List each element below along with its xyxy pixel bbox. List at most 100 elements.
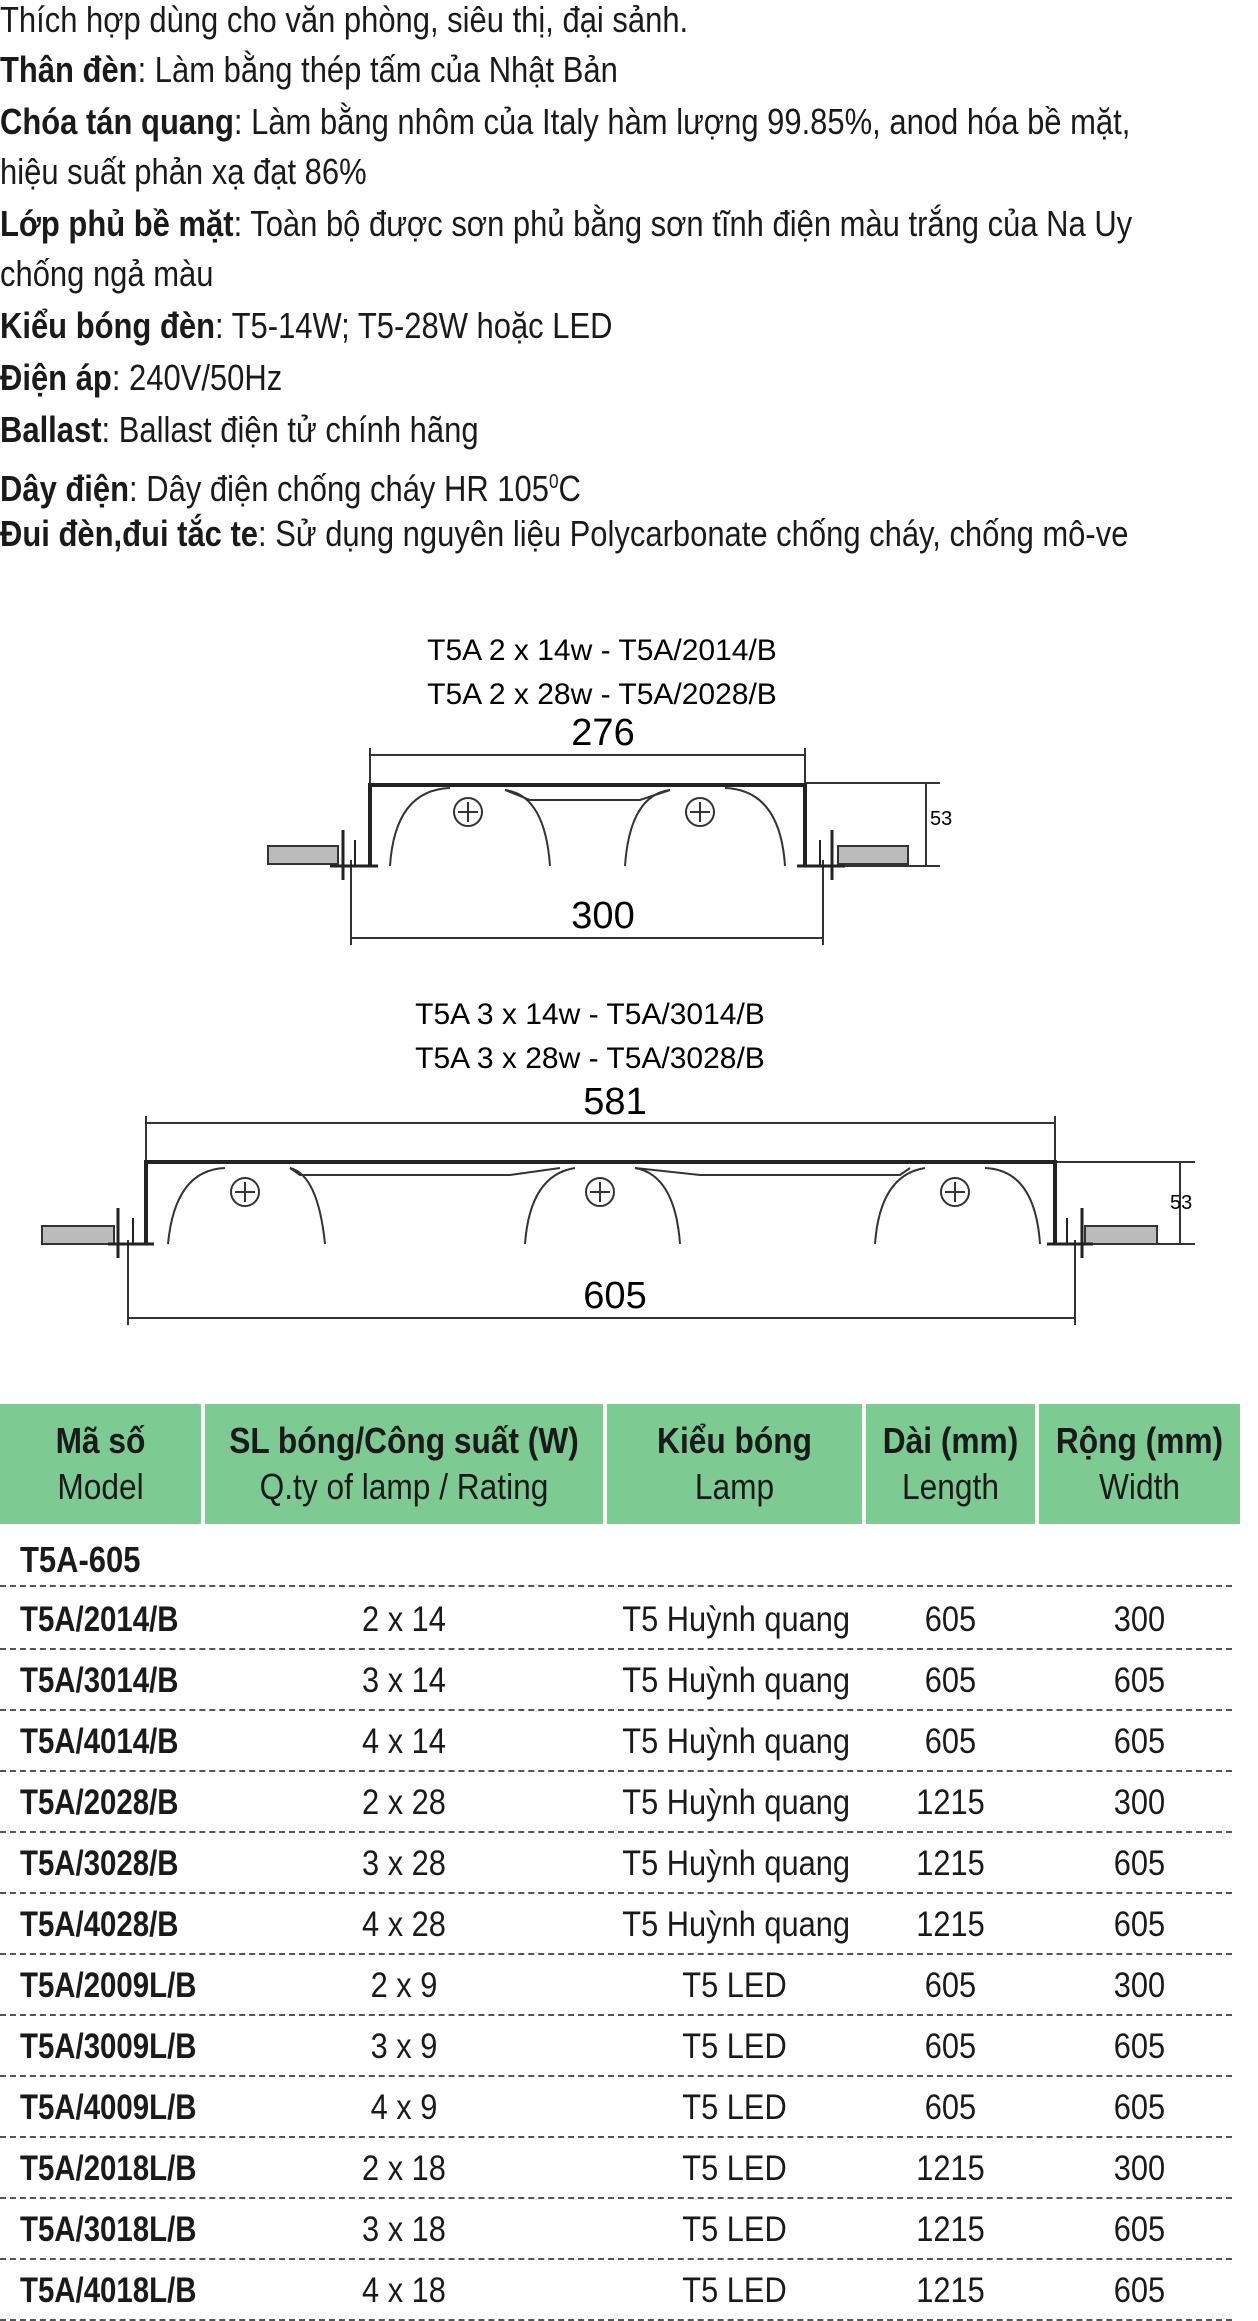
- header-label-en: Q.ty of lamp / Rating: [259, 1466, 549, 1507]
- spec-label: Đui đèn,đui tắc te: [0, 513, 259, 554]
- row-divider: [0, 2136, 1232, 2138]
- drawing-caption: T5A 2 x 14w - T5A/2014/B: [427, 634, 777, 667]
- luminaire-body: [267, 783, 909, 880]
- header-label-en: Width: [1099, 1466, 1180, 1507]
- dimension-label-bottom: 605: [583, 1275, 646, 1317]
- cell-length: 605: [924, 1661, 977, 1700]
- cell-model: T5A/2014/B: [20, 1600, 179, 1639]
- spec-line-voltage: Điện áp: 240V/50Hz: [0, 358, 282, 398]
- cell-qty: 3 x 9: [370, 2027, 438, 2066]
- header-label-en: Lamp: [694, 1466, 775, 1507]
- spec-text: : Làm bằng nhôm của Italy hàm lượng 99.8…: [233, 101, 1131, 142]
- row-divider: [0, 1709, 1232, 1711]
- spec-line-reflector: Chóa tán quang: Làm bằng nhôm của Italy …: [0, 102, 1130, 142]
- cell-lamp: T5 Huỳnh quang: [622, 1600, 851, 1639]
- spec-label: Dây điện: [0, 468, 130, 509]
- technical-drawing-3-lamp: T5A 3 x 14w - T5A/3014/B T5A 3 x 28w - T…: [41, 998, 1195, 1325]
- spec-text: chống ngả màu: [0, 253, 214, 294]
- cell-lamp: T5 Huỳnh quang: [622, 1844, 851, 1883]
- header-label-vn: Rộng (mm): [1055, 1420, 1224, 1461]
- dimension-label-top: 581: [583, 1081, 646, 1123]
- cell-length: 1215: [916, 1783, 985, 1822]
- cell-model: T5A/3018L/B: [20, 2210, 197, 2249]
- header-lamp: Kiểu bóng Lamp: [607, 1404, 862, 1524]
- cell-width: 605: [1113, 1844, 1166, 1883]
- cell-model: T5A/4009L/B: [20, 2088, 197, 2127]
- spec-label: Thân đèn: [0, 49, 138, 90]
- cell-width: 605: [1113, 2271, 1166, 2310]
- cell-length: 605: [924, 2088, 977, 2127]
- cell-lamp: T5 LED: [682, 2088, 787, 2127]
- spec-text: : Dây điện chống cháy HR 105: [129, 468, 549, 509]
- cell-model: T5A/3014/B: [20, 1661, 179, 1700]
- row-divider: [0, 2014, 1232, 2016]
- cell-qty: 4 x 18: [362, 2271, 446, 2310]
- dimension-lines: [127, 1116, 1195, 1325]
- dimension-label-top: 276: [571, 712, 634, 754]
- header-length: Dài (mm) Length: [866, 1404, 1035, 1524]
- cell-length: 1215: [916, 2271, 985, 2310]
- cell-lamp: T5 Huỳnh quang: [622, 1905, 851, 1944]
- header-label-en: Length: [902, 1466, 999, 1507]
- header-label-vn: SL bóng/Công suất (W): [229, 1420, 579, 1461]
- cell-width: 300: [1113, 2149, 1166, 2188]
- row-divider: [0, 1892, 1232, 1894]
- dimension-label-bottom: 300: [571, 895, 634, 937]
- spec-text: hiệu suất phản xạ đạt 86%: [0, 151, 367, 192]
- cell-qty: 3 x 28: [362, 1844, 446, 1883]
- cell-model: T5A/2028/B: [20, 1783, 179, 1822]
- spec-table: Mã số Model SL bóng/Công suất (W) Q.ty o…: [0, 1404, 1240, 2321]
- spec-suffix: C: [558, 468, 581, 509]
- cell-qty: 3 x 18: [362, 2210, 446, 2249]
- spec-label: Lớp phủ bề mặt: [0, 203, 234, 244]
- row-divider: [0, 1648, 1232, 1650]
- luminaire-body: [41, 1160, 1158, 1258]
- cell-length: 605: [924, 1966, 977, 2005]
- cell-length: 1215: [916, 1844, 985, 1883]
- group-title: T5A-605: [20, 1539, 141, 1580]
- table-row: T5A/3028/B 3 x 28 T5 Huỳnh quang 1215 605: [0, 1834, 1232, 1894]
- spec-text: : T5-14W; T5-28W hoặc LED: [214, 305, 613, 346]
- cell-lamp: T5 LED: [682, 2027, 787, 2066]
- spec-line-coating-cont: chống ngả màu: [0, 254, 213, 294]
- header-label-vn: Mã số: [55, 1420, 146, 1461]
- spec-label: Điện áp: [0, 357, 112, 398]
- cell-lamp: T5 Huỳnh quang: [622, 1783, 851, 1822]
- dimension-lines: [350, 748, 940, 945]
- cell-length: 605: [924, 1600, 977, 1639]
- header-label-en: Model: [57, 1466, 144, 1507]
- cell-model: T5A/4014/B: [20, 1722, 179, 1761]
- cell-length: 1215: [916, 2210, 985, 2249]
- spec-text: : Sử dụng nguyên liệu Polycarbonate chốn…: [258, 513, 1129, 554]
- cell-model: T5A/3028/B: [20, 1844, 179, 1883]
- cell-lamp: T5 LED: [682, 1966, 787, 2005]
- header-label-vn: Kiểu bóng: [657, 1420, 812, 1461]
- row-divider: [0, 1585, 1232, 1587]
- spec-line-coating: Lớp phủ bề mặt: Toàn bộ được sơn phủ bằn…: [0, 204, 1132, 244]
- cell-lamp: T5 LED: [682, 2149, 787, 2188]
- spec-line-reflector-cont: hiệu suất phản xạ đạt 86%: [0, 152, 367, 192]
- cell-qty: 4 x 28: [362, 1905, 446, 1944]
- cell-length: 605: [924, 2027, 977, 2066]
- row-divider: [0, 2075, 1232, 2077]
- drawing-caption: T5A 3 x 14w - T5A/3014/B: [415, 998, 765, 1031]
- cell-model: T5A/2009L/B: [20, 1966, 197, 2005]
- cell-width: 605: [1113, 2210, 1166, 2249]
- spec-line-wire: Dây điện: Dây điện chống cháy HR 1050C: [0, 462, 581, 509]
- dimension-label-height: 53: [1170, 1192, 1192, 1214]
- header-width: Rộng (mm) Width: [1039, 1404, 1240, 1524]
- cell-model: T5A/4018L/B: [20, 2271, 197, 2310]
- spec-superscript: 0: [548, 471, 559, 493]
- header-label-vn: Dài (mm): [882, 1420, 1019, 1461]
- drawing-caption: T5A 2 x 28w - T5A/2028/B: [427, 678, 777, 711]
- spec-line-lamp-type: Kiểu bóng đèn: T5-14W; T5-28W hoặc LED: [0, 306, 612, 346]
- row-divider: [0, 1953, 1232, 1955]
